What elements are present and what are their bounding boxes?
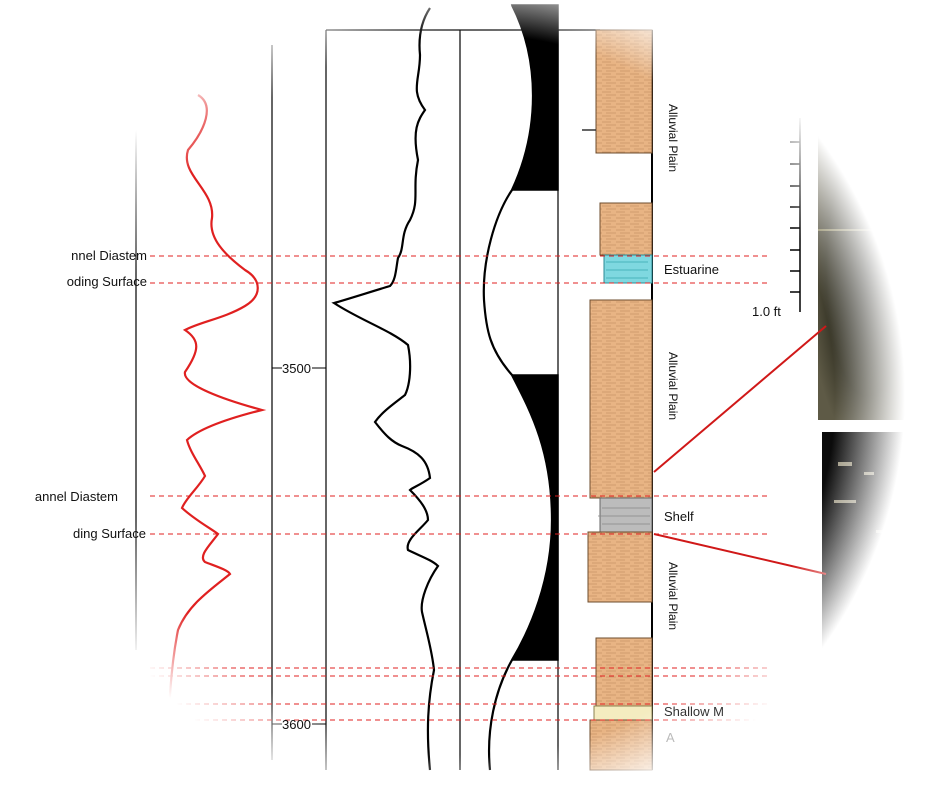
facies-alluvial-plain-1: Alluvial Plain — [666, 104, 680, 173]
facies-bottom-partial: A — [666, 730, 675, 745]
facies-shallow-marine-partial: Shallow M — [664, 704, 724, 719]
depth-label-3600: 3600 — [282, 717, 311, 732]
facies-shelf: Shelf — [664, 509, 694, 524]
facies-alluvial-plain-2: Alluvial Plain — [666, 352, 680, 421]
flooding-surface-label-1: oding Surface — [66, 274, 147, 289]
facies-alluvial-plain-3: Alluvial Plain — [666, 562, 680, 631]
facies-estuarine: Estuarine — [664, 262, 719, 277]
flooding-surface-label-2: ding Surface — [73, 526, 146, 541]
core-scale-label: 1.0 ft — [752, 304, 781, 319]
channel-diastem-label-1: nnel Diastem — [71, 248, 147, 263]
depth-label-3500: 3500 — [282, 361, 311, 376]
channel-diastem-label-2: annel Diastem — [34, 489, 118, 504]
